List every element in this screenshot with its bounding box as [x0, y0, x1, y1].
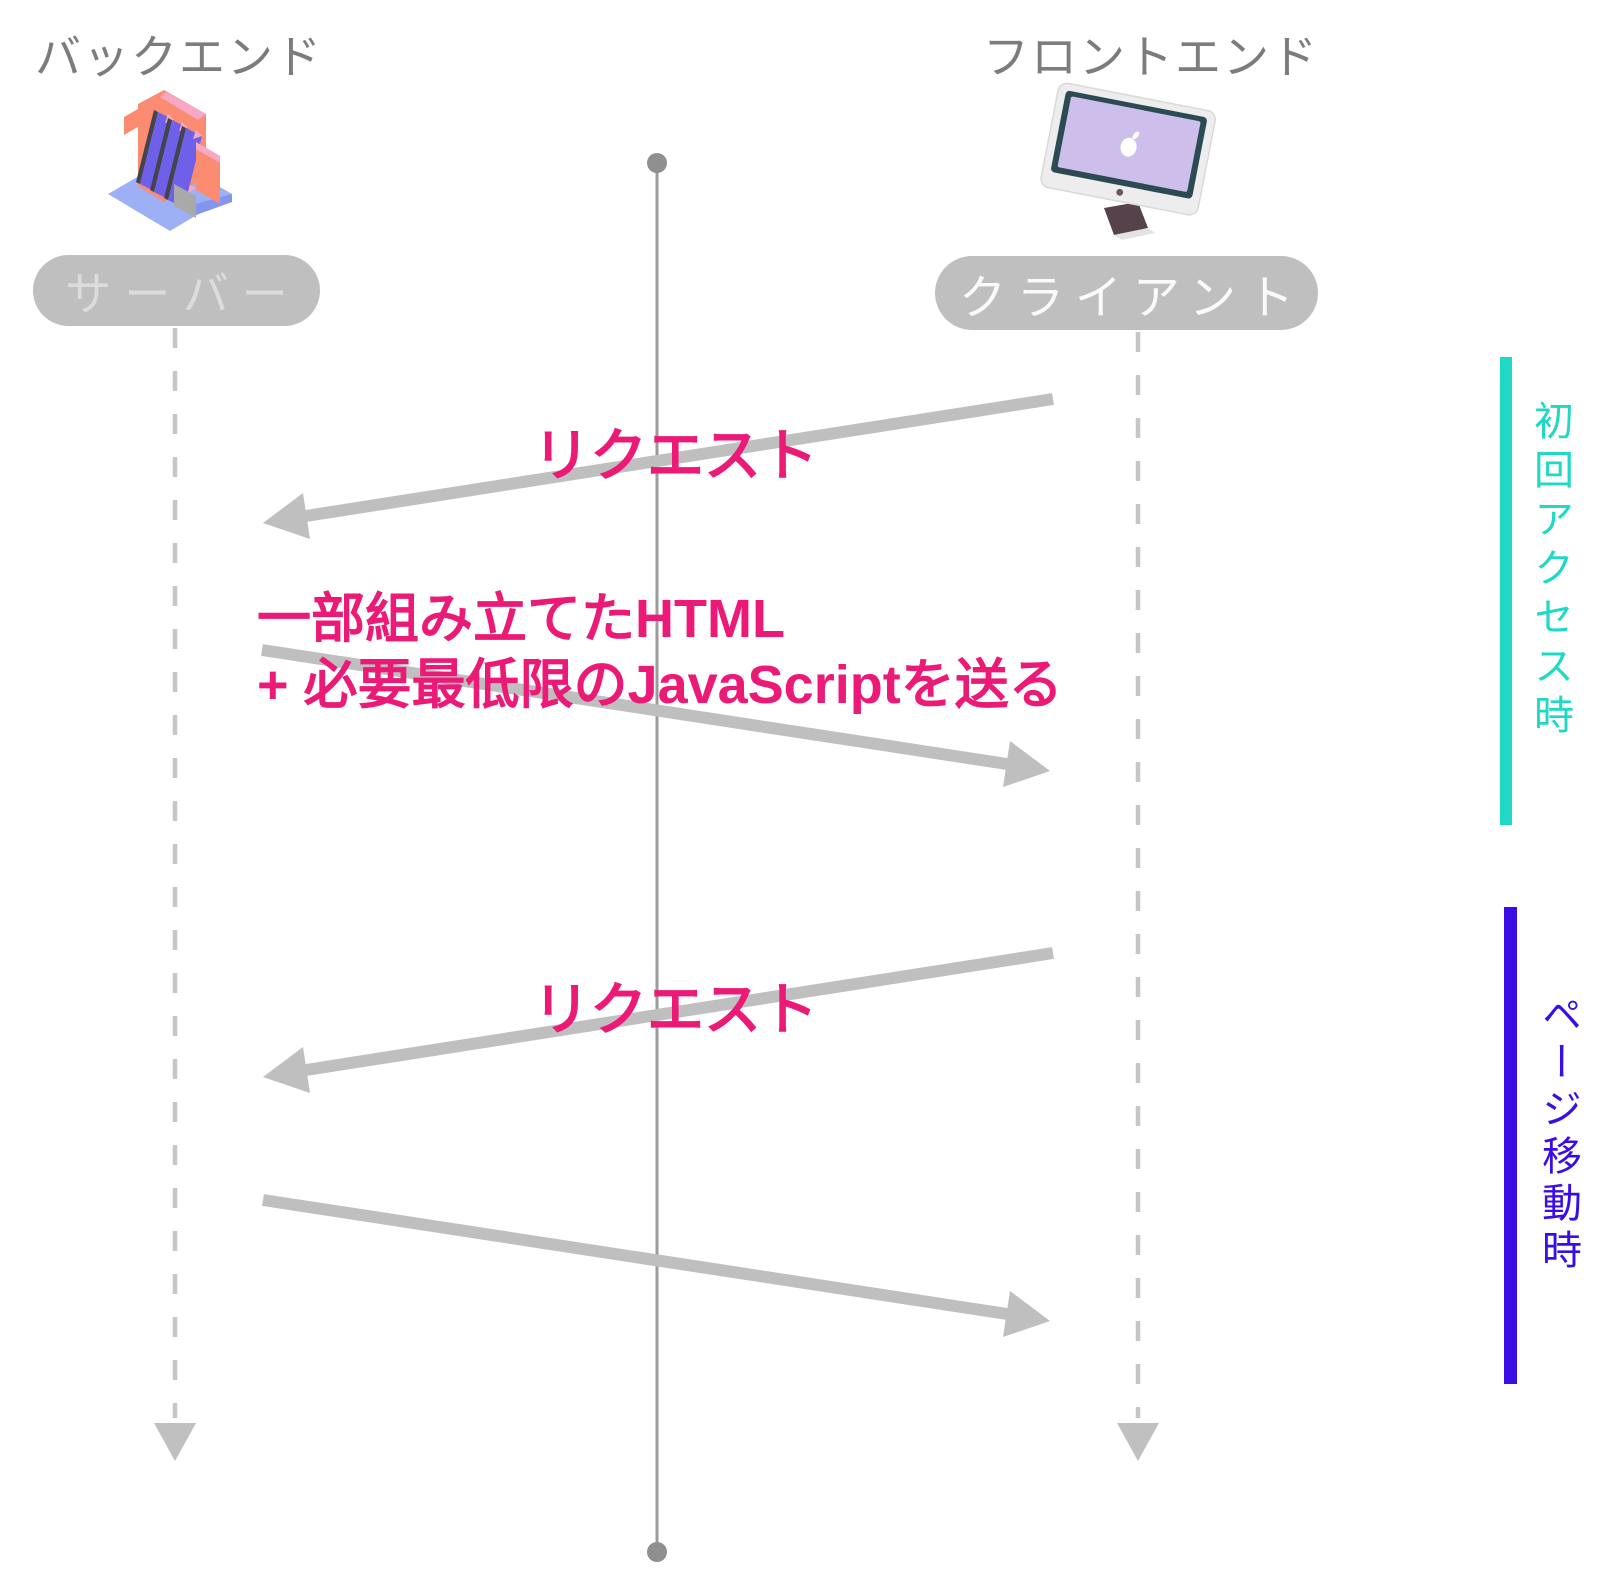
phase-label-first-access: 初回アクセス時: [1528, 400, 1572, 743]
imac-stand: [1104, 202, 1148, 235]
server-pill: サーバー: [33, 255, 320, 326]
server-lifeline-arrowhead: [154, 1423, 196, 1461]
response-line-1: 一部組み立てたHTML: [257, 589, 785, 649]
server-icon: [108, 90, 232, 231]
imac-icon: [1040, 82, 1216, 240]
arrow-request-2: [263, 947, 1054, 1093]
apple-logo-icon: [1120, 131, 1140, 157]
phase-bar-first-access: [1500, 357, 1512, 825]
phase-bar-page-nav: [1504, 907, 1517, 1384]
imac-chin-dot: [1116, 188, 1124, 196]
arrow-response-2: [262, 1194, 1050, 1337]
backend-title: バックエンド: [35, 31, 323, 83]
arrow-response-1: [261, 644, 1050, 787]
response-line-2: + 必要最低限のJavaScriptを送る: [257, 655, 1063, 715]
message-label-response-1: 一部組み立てたHTML + 必要最低限のJavaScriptを送る: [257, 586, 1063, 718]
arrow-request-1: [263, 393, 1054, 539]
client-lifeline-arrowhead: [1117, 1423, 1159, 1461]
message-label-request-2: リクエスト: [533, 978, 818, 1042]
frontend-title: フロントエンド: [983, 31, 1319, 83]
message-label-request-1: リクエスト: [533, 424, 818, 488]
client-pill: クライアント: [935, 256, 1318, 330]
phase-label-page-nav: ページ移動時: [1536, 994, 1580, 1276]
timeline-top-dot: [647, 153, 667, 173]
timeline-bottom-dot: [647, 1542, 667, 1562]
